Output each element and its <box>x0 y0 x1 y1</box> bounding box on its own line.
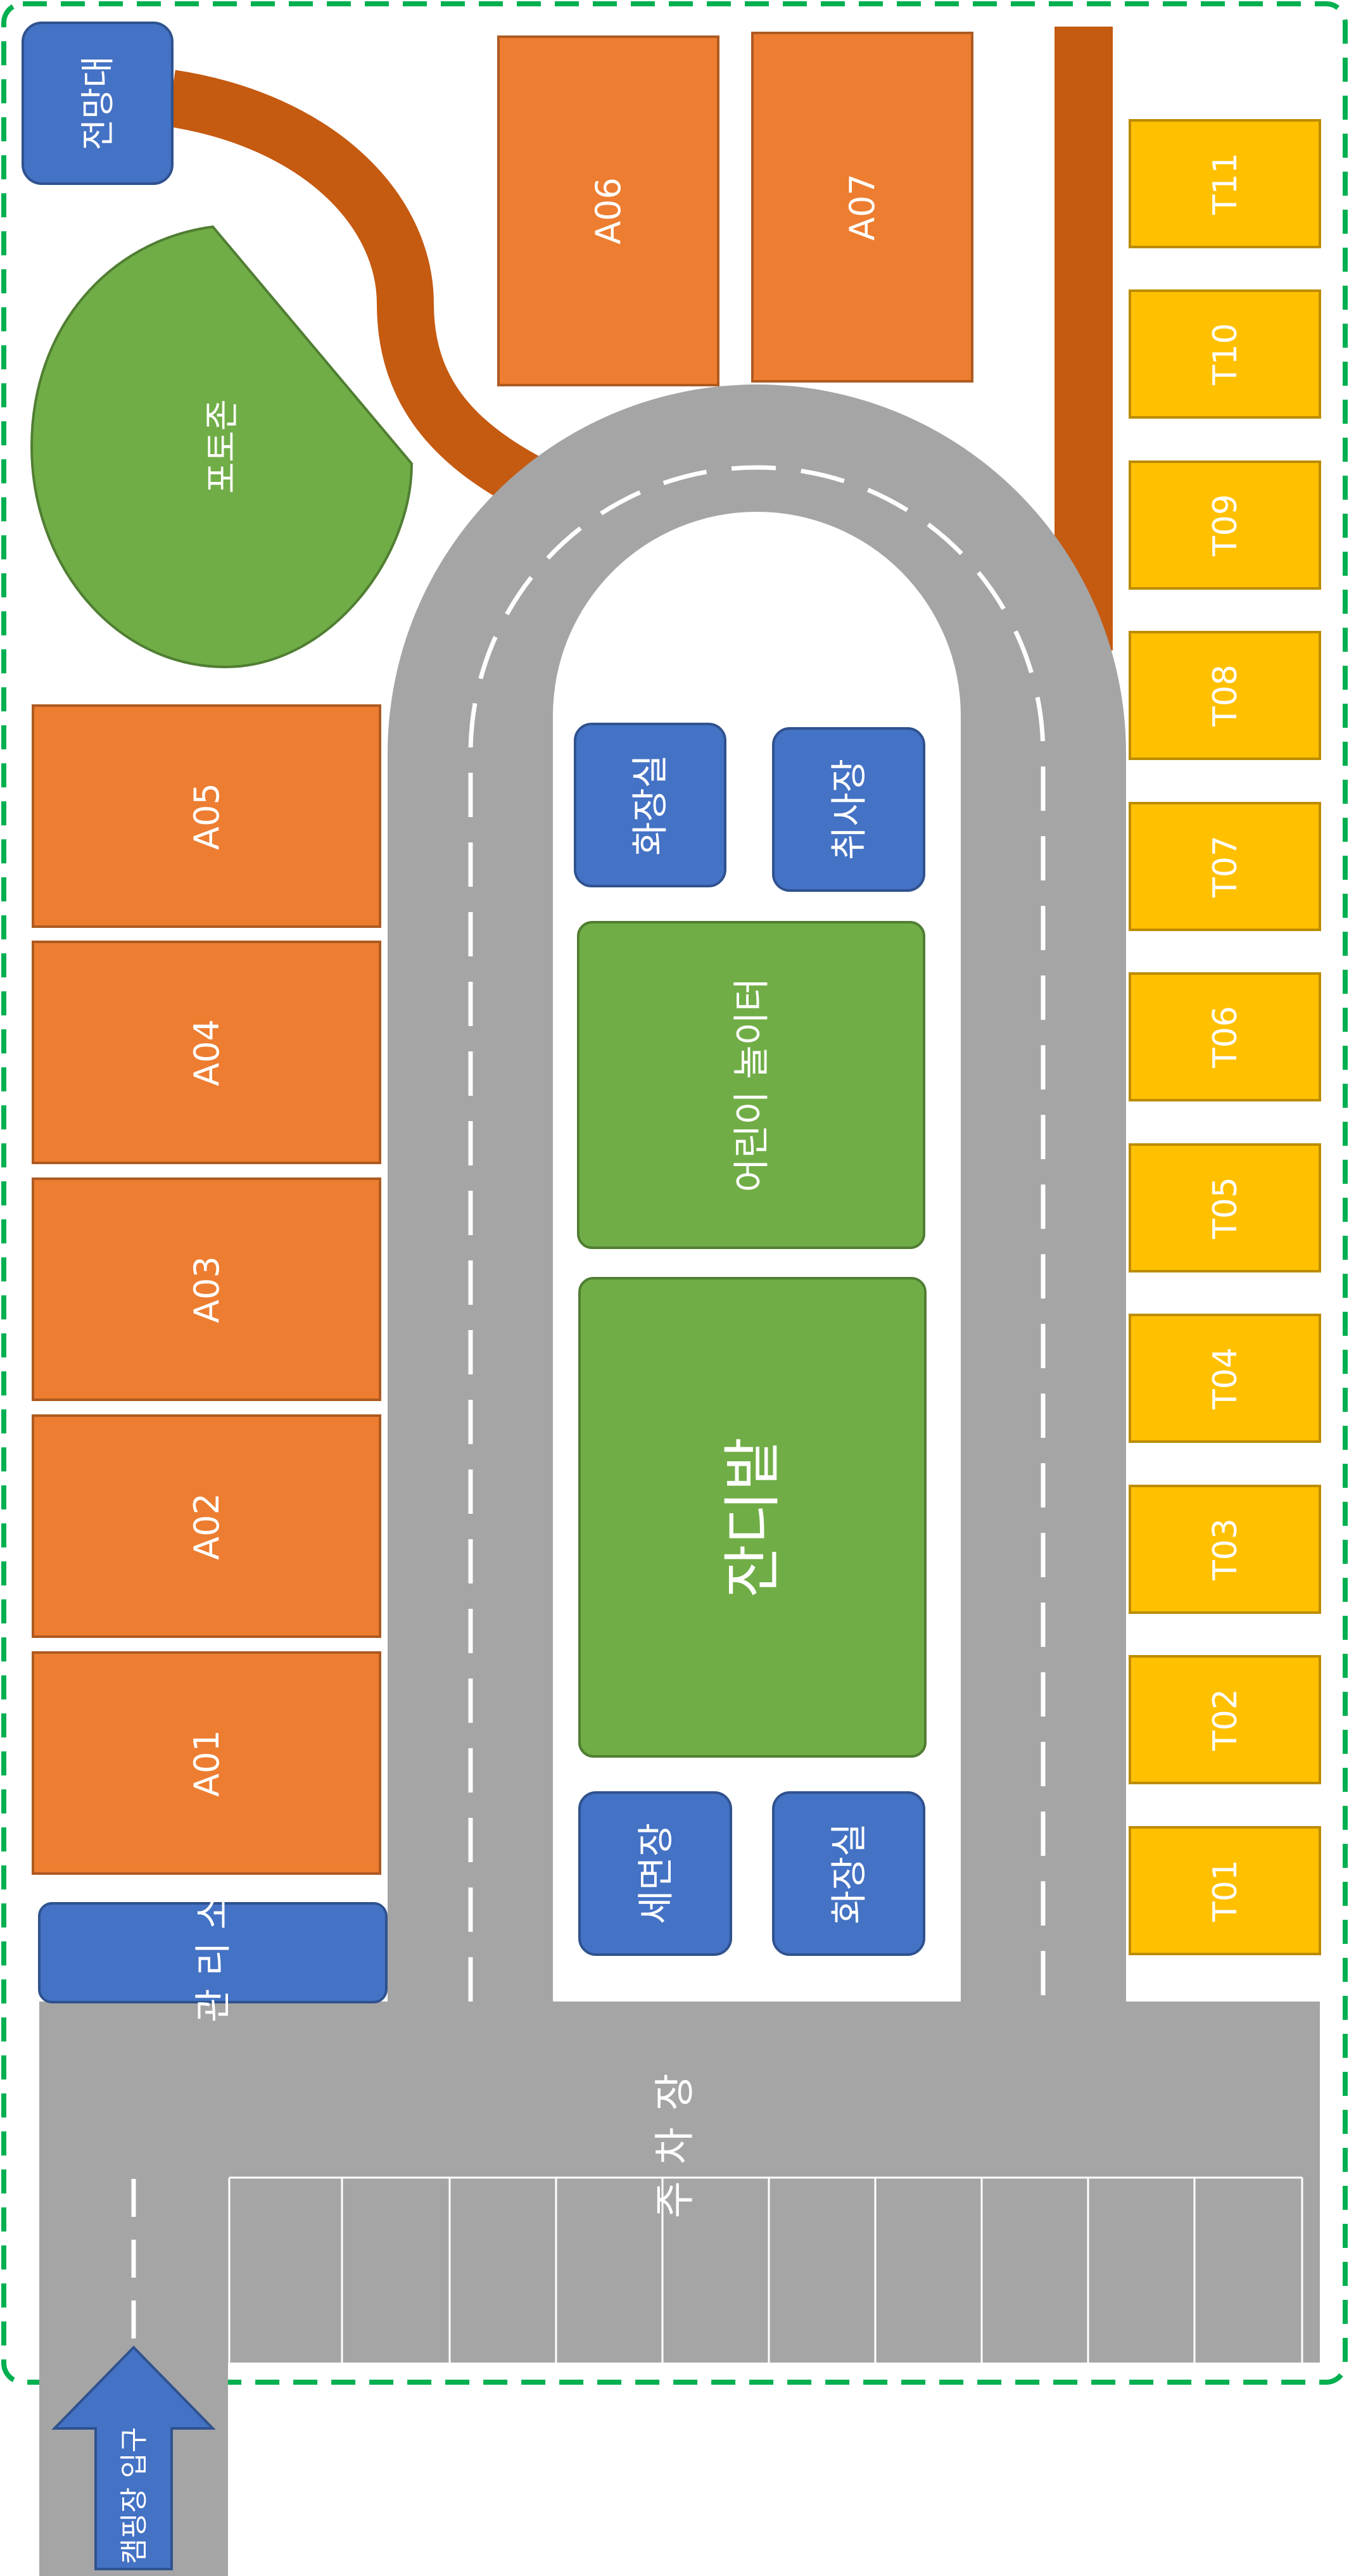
site-t05[interactable]: T05 <box>1129 1143 1321 1272</box>
parking-label: 주차장 <box>652 2057 699 2219</box>
site-t02[interactable]: T02 <box>1129 1655 1321 1784</box>
parking-lot <box>39 2002 1320 2363</box>
loop-road <box>388 384 1126 2002</box>
road-center-line <box>468 465 1046 2002</box>
site-t08[interactable]: T08 <box>1129 631 1321 760</box>
restroom-bottom-label: 화장실 <box>827 1823 870 1924</box>
site-t11-label: T11 <box>1206 153 1244 215</box>
site-a02-label: A02 <box>187 1493 227 1560</box>
site-a04-label: A04 <box>187 1019 227 1086</box>
site-t07-label: T07 <box>1206 835 1244 898</box>
restroom-top-label: 화장실 <box>628 754 671 856</box>
photo-zone-label: 포토존 <box>202 399 242 493</box>
site-a05-label: A05 <box>187 783 227 850</box>
kitchen[interactable]: 취사장 <box>772 727 925 892</box>
site-a01[interactable]: A01 <box>32 1651 381 1875</box>
site-t09-label: T09 <box>1206 494 1244 557</box>
trail-to-viewpoint <box>166 70 540 507</box>
photo-zone[interactable]: 포토존 <box>30 225 414 669</box>
site-t01[interactable]: T01 <box>1129 1826 1321 1955</box>
lawn-label: 잔디밭 <box>719 1437 787 1598</box>
site-t09[interactable]: T09 <box>1129 460 1321 590</box>
site-t03-label: T03 <box>1206 1518 1244 1581</box>
entrance-arrow[interactable]: 캠핑장 입구 <box>51 2345 216 2570</box>
site-a07-label: A07 <box>842 174 882 241</box>
lawn[interactable]: 잔디밭 <box>578 1277 927 1758</box>
site-a04[interactable]: A04 <box>32 941 381 1164</box>
management-office-label: 관리소 <box>191 1883 234 2022</box>
site-a02[interactable]: A02 <box>32 1414 381 1638</box>
washroom[interactable]: 세면장 <box>578 1791 732 1956</box>
entrance-label: 캠핑장 입구 <box>118 2427 150 2564</box>
site-t11[interactable]: T11 <box>1129 119 1321 248</box>
site-t05-label: T05 <box>1206 1177 1244 1240</box>
playground-label: 어린이 놀이터 <box>730 978 773 1193</box>
washroom-label: 세면장 <box>634 1823 677 1924</box>
site-a01-label: A01 <box>187 1730 227 1797</box>
site-t10-label: T10 <box>1206 323 1244 386</box>
site-t07[interactable]: T07 <box>1129 802 1321 931</box>
restroom-top[interactable]: 화장실 <box>574 723 726 887</box>
kitchen-label: 취사장 <box>827 759 870 860</box>
campsite-boundary <box>1 1 1348 2385</box>
site-t04-label: T04 <box>1206 1347 1244 1410</box>
site-t06[interactable]: T06 <box>1129 972 1321 1101</box>
site-t01-label: T01 <box>1206 1860 1244 1922</box>
restroom-bottom[interactable]: 화장실 <box>772 1791 925 1956</box>
site-a03-label: A03 <box>187 1256 227 1323</box>
site-a06-label: A06 <box>588 177 628 244</box>
site-a06[interactable]: A06 <box>497 35 719 386</box>
site-a03[interactable]: A03 <box>32 1177 381 1401</box>
site-t10[interactable]: T10 <box>1129 289 1321 419</box>
site-t08-label: T08 <box>1206 664 1244 727</box>
site-a07[interactable]: A07 <box>751 32 973 383</box>
site-t03[interactable]: T03 <box>1129 1485 1321 1614</box>
parking-stalls <box>228 2176 1303 2363</box>
management-office[interactable]: 관리소 <box>38 1883 388 2022</box>
trail-right <box>1054 27 1113 650</box>
site-t04[interactable]: T04 <box>1129 1314 1321 1443</box>
playground[interactable]: 어린이 놀이터 <box>577 921 925 1249</box>
site-t02-label: T02 <box>1206 1689 1244 1751</box>
site-a05[interactable]: A05 <box>32 704 381 928</box>
viewpoint-label: 전망대 <box>78 56 118 150</box>
viewpoint[interactable]: 전망대 <box>22 22 174 185</box>
site-t06-label: T06 <box>1206 1006 1244 1069</box>
